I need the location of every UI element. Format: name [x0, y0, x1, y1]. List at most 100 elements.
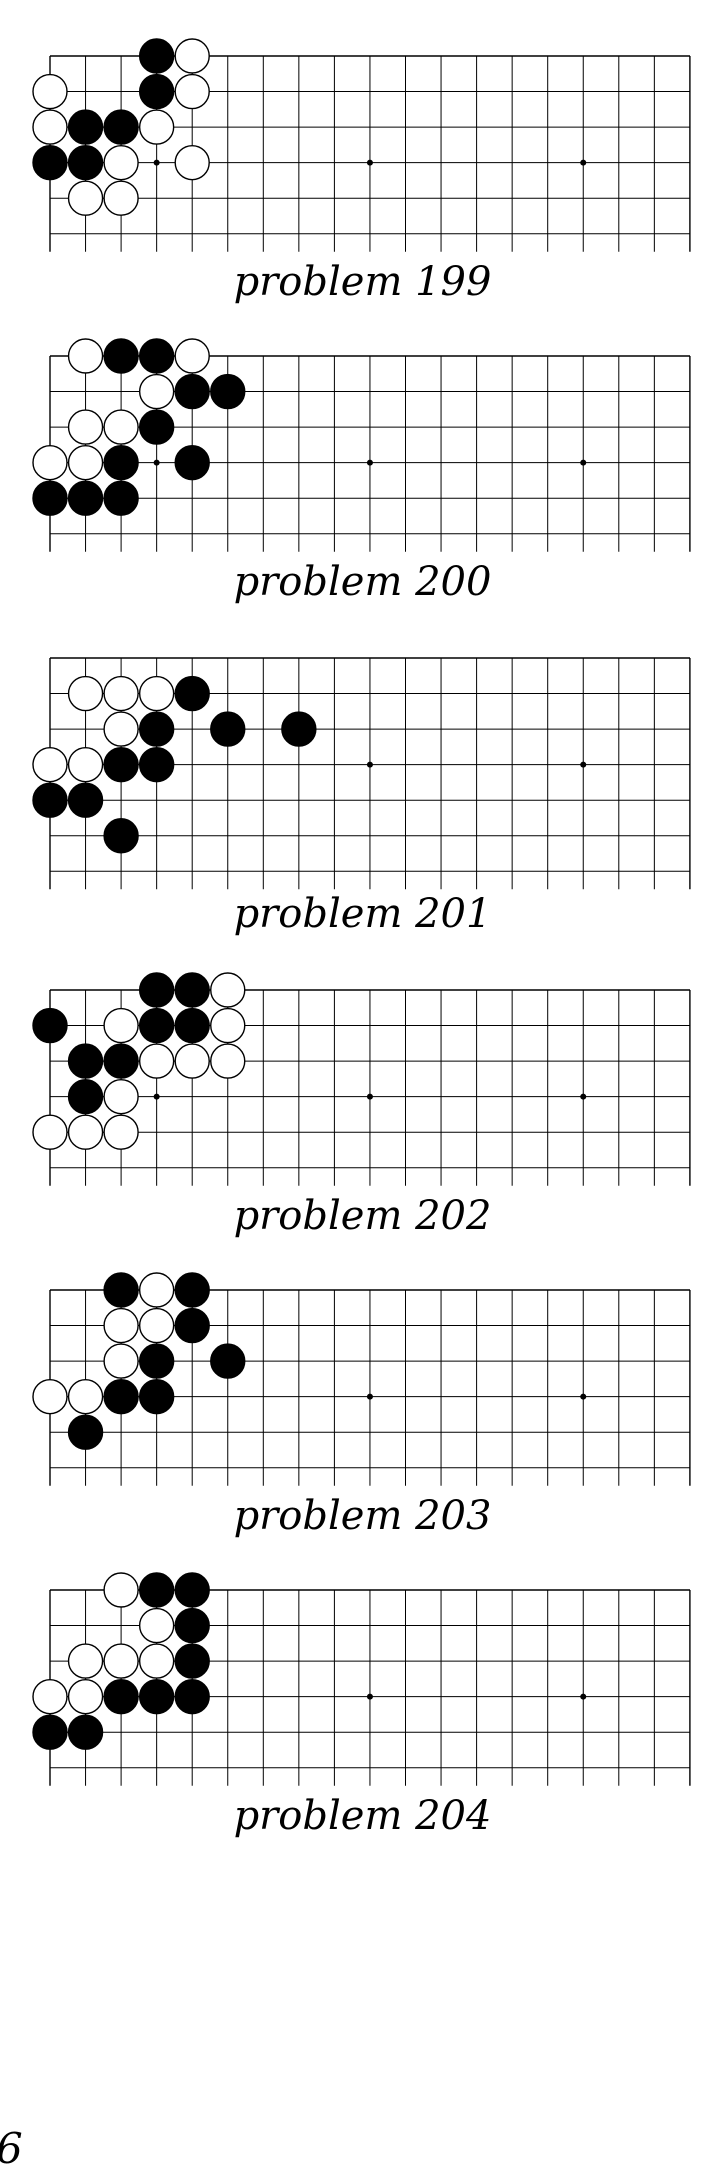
page-number: 6: [0, 2124, 23, 2173]
black-stone: [174, 1678, 210, 1715]
white-stone: [174, 1043, 210, 1079]
white-stone: [67, 338, 104, 374]
white-stone: [67, 1114, 104, 1150]
star-point: [580, 1093, 587, 1100]
problem-caption: problem 199: [233, 259, 492, 305]
black-stone: [174, 1007, 210, 1044]
black-stone: [138, 972, 175, 1008]
black-stone: [174, 972, 210, 1008]
white-stone: [103, 1307, 139, 1344]
black-stone: [174, 1272, 210, 1308]
black-stone: [138, 338, 175, 374]
white-stone: [103, 180, 139, 216]
black-stone: [174, 675, 210, 712]
problem-203: problem 203: [0, 1234, 725, 1544]
black-stone: [210, 1343, 246, 1379]
black-stone: [138, 38, 175, 74]
go-board: [32, 1572, 691, 1786]
black-stone: [103, 746, 139, 783]
white-stone: [67, 675, 104, 712]
white-stone: [67, 1378, 104, 1415]
star-point: [580, 1693, 587, 1700]
problem-caption: problem 200: [233, 559, 492, 605]
white-stone: [32, 746, 68, 783]
black-stone: [67, 480, 104, 516]
white-stone: [138, 109, 175, 145]
white-stone: [103, 675, 139, 712]
black-stone: [32, 782, 68, 818]
star-point: [366, 1093, 373, 1100]
white-stone: [32, 109, 68, 145]
go-board: [32, 1272, 691, 1486]
white-stone: [67, 409, 104, 445]
star-point: [580, 159, 587, 166]
star-point: [153, 159, 160, 166]
white-stone: [103, 409, 139, 445]
star-point: [366, 761, 373, 768]
black-stone: [103, 444, 139, 481]
black-stone: [67, 1414, 104, 1450]
black-stone: [138, 1678, 175, 1715]
black-stone: [174, 1643, 210, 1679]
white-stone: [67, 1643, 104, 1679]
black-stone: [138, 1007, 175, 1044]
black-stone: [103, 338, 139, 374]
black-stone: [32, 480, 68, 516]
star-point: [366, 159, 373, 166]
black-stone: [67, 1043, 104, 1079]
problem-204: problem 204: [0, 1534, 725, 1844]
black-stone: [210, 711, 246, 747]
black-stone: [138, 409, 175, 445]
black-stone: [174, 444, 210, 481]
white-stone: [210, 1043, 246, 1079]
black-stone: [138, 1343, 175, 1379]
black-stone: [174, 1307, 210, 1344]
white-stone: [138, 1272, 175, 1308]
white-stone: [138, 675, 175, 712]
black-stone: [281, 711, 317, 747]
white-stone: [210, 972, 246, 1008]
star-point: [366, 459, 373, 466]
white-stone: [32, 444, 68, 481]
black-stone: [103, 480, 139, 516]
problem-caption: problem 201: [233, 891, 492, 937]
black-stone: [32, 144, 68, 181]
black-stone: [32, 1007, 68, 1044]
white-stone: [67, 1678, 104, 1715]
white-stone: [174, 38, 210, 74]
black-stone: [174, 373, 210, 410]
black-stone: [138, 73, 175, 110]
star-point: [366, 1693, 373, 1700]
black-stone: [103, 1272, 139, 1308]
black-stone: [174, 1607, 210, 1644]
problem-201: problem 201: [0, 602, 725, 942]
problem-199: problem 199: [0, 0, 725, 310]
star-point: [580, 459, 587, 466]
star-point: [580, 761, 587, 768]
star-point: [153, 1093, 160, 1100]
white-stone: [138, 1307, 175, 1344]
black-stone: [67, 109, 104, 145]
black-stone: [67, 1078, 104, 1115]
white-stone: [138, 1643, 175, 1679]
black-stone: [138, 1378, 175, 1415]
white-stone: [32, 1114, 68, 1150]
star-point: [580, 1393, 587, 1400]
black-stone: [174, 1572, 210, 1608]
problem-caption: problem 203: [233, 1493, 492, 1539]
problem-200: problem 200: [0, 300, 725, 610]
black-stone: [138, 746, 175, 783]
white-stone: [32, 73, 68, 110]
star-point: [366, 1393, 373, 1400]
go-board: [32, 657, 691, 890]
white-stone: [67, 444, 104, 481]
white-stone: [138, 373, 175, 410]
white-stone: [174, 73, 210, 110]
black-stone: [32, 1714, 68, 1750]
go-board: [32, 338, 691, 552]
white-stone: [103, 711, 139, 747]
go-board: [32, 38, 691, 252]
black-stone: [138, 711, 175, 747]
problem-caption: problem 204: [233, 1793, 492, 1839]
black-stone: [103, 109, 139, 145]
